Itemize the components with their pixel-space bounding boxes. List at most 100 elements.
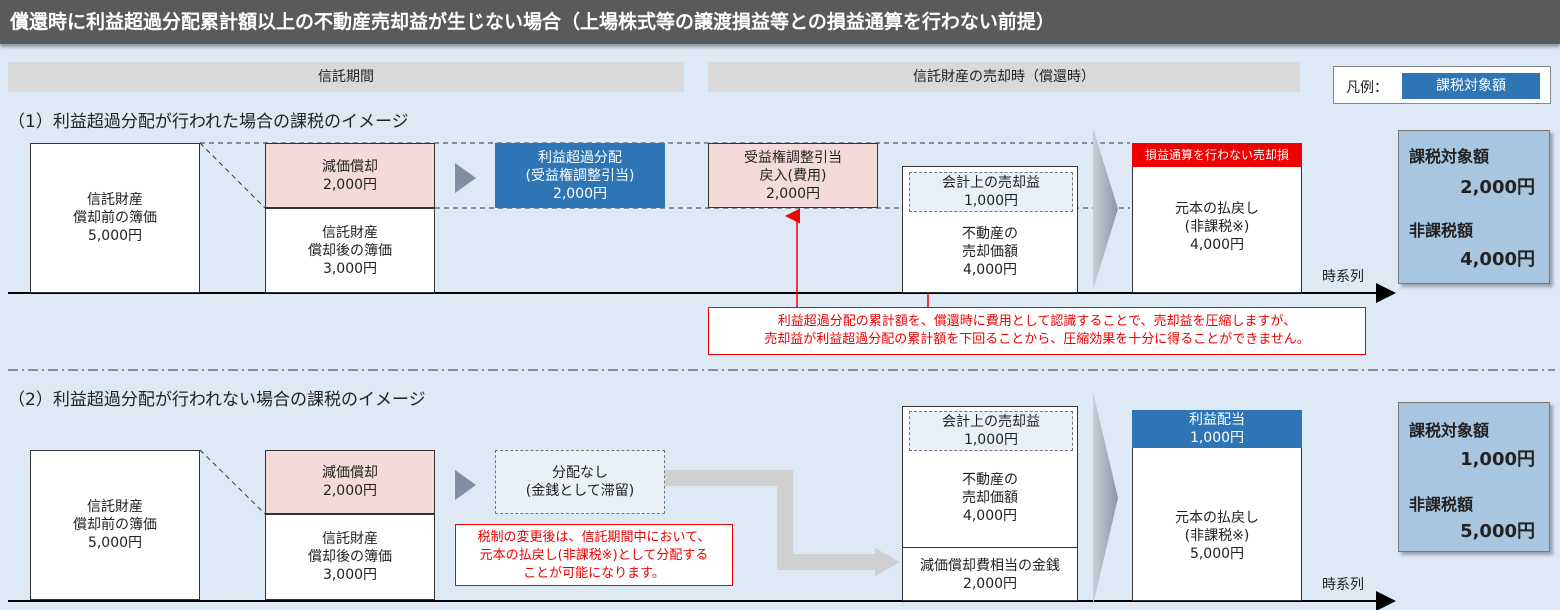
label: (非課税※)	[1184, 528, 1250, 544]
label: 減価償却	[322, 465, 378, 481]
value: 2,000円	[962, 575, 1018, 592]
label: 信託財産	[87, 192, 143, 208]
label: 戻入(費用)	[759, 167, 827, 184]
tax-summary-2: 課税対象額 1,000円 非課税額 5,000円	[1398, 402, 1550, 552]
dashed-diagonal	[199, 142, 266, 209]
label: 分配なし	[552, 465, 608, 481]
label: 償却後の簿価	[308, 549, 392, 565]
triangle-icon	[455, 470, 476, 500]
value: 2,000円	[322, 483, 378, 499]
nontaxable-label: 非課税額	[1409, 221, 1474, 240]
label: 減価償却	[322, 158, 378, 175]
page-title: 償還時に利益超過分配累計額以上の不動産売却益が生じない場合（上場株式等の譲渡損益…	[0, 0, 1560, 44]
sale-price: 不動産の 売却価額 4,000円	[903, 465, 1077, 531]
taxable-value: 2,000円	[1460, 177, 1535, 198]
legend: 凡例： 課税対象額	[1333, 66, 1551, 104]
label: 償却後の簿価	[308, 242, 392, 259]
original-book-value: 信託財産 償却前の簿価 5,000円	[30, 450, 200, 600]
label: (受益権調整引当)	[525, 167, 635, 184]
nontaxable-value: 4,000円	[1460, 249, 1535, 270]
chevron-arrow	[1093, 392, 1118, 605]
value: 2,000円	[765, 185, 821, 202]
depreciation-cash: 減価償却費相当の金銭 2,000円	[903, 547, 1077, 601]
value: 3,000円	[322, 567, 378, 583]
note-line: 売却益が利益超過分配の累計額を下回ることから、圧縮効果を十分に得ることができませ…	[764, 332, 1310, 347]
note-box-1: 利益超過分配の累計額を、償還時に費用として認識することで、売却益を圧縮しますが、…	[708, 307, 1366, 355]
principal-return: 元本の払戻し (非課税※) 5,000円	[1133, 503, 1301, 569]
sale-time-bar: 信託財産の売却時（償還時）	[708, 62, 1300, 92]
label: 受益権調整引当	[744, 149, 842, 166]
loss-header: 損益通算を行わない売却損	[1132, 143, 1302, 167]
value: 1,000円	[963, 432, 1019, 448]
no-distribution-box: 分配なし (金銭として滞留)	[495, 450, 665, 514]
label: 信託財産	[87, 499, 143, 515]
value: 1,000円	[963, 193, 1019, 209]
label: 償却前の簿価	[73, 210, 157, 226]
excess-distribution-box: 利益超過分配 (受益権調整引当) 2,000円	[495, 143, 665, 208]
label: (金銭として滞留)	[525, 483, 635, 499]
sale-value-box: 会計上の売却益 1,000円 不動産の 売却価額 4,000円 減価償却費相当の…	[902, 406, 1078, 601]
original-book-value: 信託財産 償却前の簿価 5,000円	[30, 143, 200, 293]
nontaxable-label: 非課税額	[1409, 495, 1474, 514]
label: 不動産の	[962, 226, 1018, 242]
depreciation-box: 減価償却 2,000円	[265, 450, 435, 514]
time-axis-label: 時系列	[1322, 577, 1364, 593]
trust-period-bar: 信託期間	[8, 62, 684, 92]
taxable-label: 課税対象額	[1409, 147, 1490, 166]
value: 3,000円	[322, 260, 378, 277]
note-box-2: 税制の変更後は、信託期間中において、 元本の払戻し(非課税※)として分配する こ…	[455, 524, 733, 586]
label: 利益配当	[1189, 412, 1245, 428]
sale-price: 不動産の 売却価額 4,000円	[903, 219, 1077, 285]
label: (非課税※)	[1184, 219, 1250, 235]
value: 4,000円	[962, 508, 1018, 524]
label: 売却価額	[962, 244, 1018, 260]
dashed-diagonal	[199, 449, 266, 515]
label: 売却価額	[962, 490, 1018, 506]
triangle-icon	[455, 163, 476, 193]
value: 2,000円	[552, 185, 608, 202]
principal-return: 元本の払戻し (非課税※) 4,000円	[1133, 194, 1301, 260]
label: 信託財産	[322, 224, 378, 241]
depreciation-box: 減価償却 2,000円	[265, 143, 435, 208]
chevron-arrow	[1093, 128, 1118, 290]
legend-label: 凡例：	[1346, 80, 1388, 96]
after-book-value: 信託財産 償却後の簿価 3,000円	[265, 208, 435, 293]
profit-dividend: 利益配当 1,000円	[1132, 410, 1302, 448]
flow-arrow	[665, 470, 880, 570]
value: 5,000円	[87, 228, 143, 244]
note-line: 利益超過分配の累計額を、償還時に費用として認識することで、売却益を圧縮しますが、	[777, 314, 1297, 329]
value: 5,000円	[87, 535, 143, 551]
nontaxable-value: 5,000円	[1460, 521, 1535, 542]
accounting-gain: 会計上の売却益 1,000円	[909, 172, 1073, 212]
value: 2,000円	[322, 176, 378, 193]
label: 元本の払戻し	[1175, 510, 1259, 526]
label: 元本の払戻し	[1175, 201, 1259, 217]
legend-taxable-swatch: 課税対象額	[1402, 73, 1540, 99]
principal-return-box: 利益配当 1,000円 元本の払戻し (非課税※) 5,000円	[1132, 410, 1302, 601]
principal-return-box: 損益通算を行わない売却損 元本の払戻し (非課税※) 4,000円	[1132, 143, 1302, 293]
label: 会計上の売却益	[942, 175, 1040, 191]
taxable-value: 1,000円	[1460, 449, 1535, 470]
value: 5,000円	[1189, 546, 1245, 562]
label: 信託財産	[322, 531, 378, 547]
taxable-label: 課税対象額	[1409, 421, 1490, 440]
note-line: 元本の払戻し(非課税※)として分配する	[479, 548, 709, 563]
value: 4,000円	[962, 262, 1018, 278]
value: 1,000円	[1189, 430, 1245, 446]
time-axis-label: 時系列	[1322, 269, 1364, 285]
reversal-expense-box: 受益権調整引当 戻入(費用) 2,000円	[708, 143, 878, 208]
after-book-value: 信託財産 償却後の簿価 3,000円	[265, 514, 435, 600]
value: 4,000円	[1189, 237, 1245, 253]
sale-value-box: 会計上の売却益 1,000円 不動産の 売却価額 4,000円	[902, 166, 1078, 293]
accounting-gain: 会計上の売却益 1,000円	[909, 411, 1073, 451]
section1-heading: （1）利益超過分配が行われた場合の課税のイメージ	[8, 112, 409, 132]
label: 利益超過分配	[538, 149, 622, 166]
label: 会計上の売却益	[942, 414, 1040, 430]
tax-summary-1: 課税対象額 2,000円 非課税額 4,000円	[1398, 130, 1550, 284]
label: 不動産の	[962, 472, 1018, 488]
label: 償却前の簿価	[73, 517, 157, 533]
label: 減価償却費相当の金銭	[920, 557, 1060, 574]
note-line: 税制の変更後は、信託期間中において、	[477, 530, 711, 545]
flow-arrow-head	[875, 548, 900, 576]
